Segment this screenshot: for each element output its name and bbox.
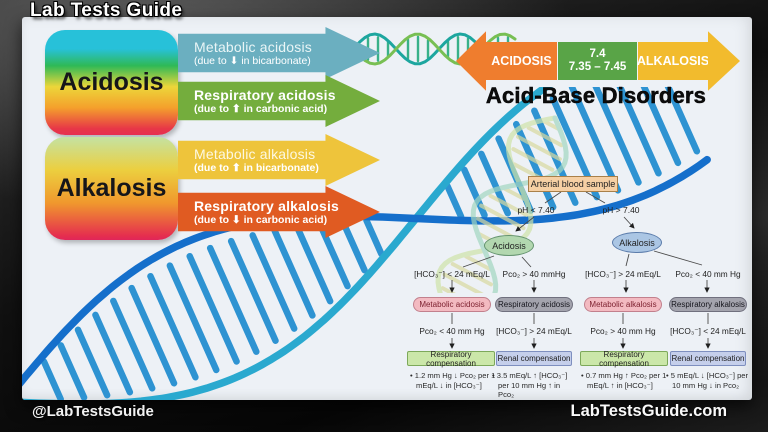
website-watermark: LabTestsGuide.com <box>570 402 727 420</box>
label-ph-low: pH < 7.40 <box>517 205 555 215</box>
acid-base-flowchart: Arterial blood sample pH < 7.40 pH > 7.4… <box>398 172 752 400</box>
node-respiratory-compensation: Respiratory compensation <box>407 350 495 368</box>
node-arterial-blood-sample: Arterial blood sample <box>528 176 618 192</box>
compensation-note: • 0.7 mm Hg ↑ Pco₂ per 1 mEq/L ↑ in [HCO… <box>581 371 667 390</box>
acidosis-term-label: Acidosis <box>59 68 164 96</box>
arrow-cause: (due to ⬇ in carbonic acid) <box>194 214 328 226</box>
node-alkalosis: Alkalosis <box>612 232 662 253</box>
ph-normal-value: 7.4 <box>589 47 606 60</box>
arrow-title: Respiratory alkalosis <box>194 198 340 214</box>
arrow-title: Metabolic acidosis <box>194 39 312 55</box>
secondary-finding: [HCO₃⁻] > 24 mEq/L <box>496 326 572 336</box>
acidosis-term-box: Acidosis <box>45 30 178 135</box>
ph-normal-range: 7.35 – 7.45 <box>568 61 627 73</box>
secondary-finding: Pco₂ < 40 mm Hg <box>419 326 485 336</box>
social-handle-watermark: @LabTestsGuide <box>32 403 154 420</box>
arrow-cause: (due to ⬇ in bicarbonate) <box>194 55 311 67</box>
ph-scale-acidosis-segment: ACIDOSIS <box>486 42 558 80</box>
ph-scale-normal-segment: 7.4 7.35 – 7.45 <box>558 42 638 80</box>
compensation-note: • 3.5 mEq/L ↑ [HCO₃⁻] per 10 mm Hg ↑ in … <box>492 371 568 399</box>
arrow-cause: (due to ⬆ in carbonic acid) <box>194 103 328 115</box>
page-title: Acid-Base Disorders <box>485 83 707 109</box>
node-metabolic-acidosis: Metabolic acidosis <box>413 297 491 312</box>
criterion-hco3-high: [HCO₃⁻] > 24 mEq/L <box>585 269 661 279</box>
criterion-pco2-high: Pco₂ > 40 mmHg <box>502 269 566 279</box>
arrow-cause: (due to ⬆ in bicarbonate) <box>194 162 319 174</box>
node-renal-compensation: Renal compensation <box>670 351 746 366</box>
node-metabolic-alkalosis: Metabolic alkalosis <box>584 297 662 312</box>
secondary-finding: [HCO₃⁻] < 24 mEq/L <box>670 326 746 336</box>
node-respiratory-alkalosis: Respiratory alkalosis <box>669 297 747 312</box>
secondary-finding: Pco₂ > 40 mm Hg <box>590 326 656 336</box>
ph-scale-alkalosis-segment: ALKALOSIS <box>637 42 709 80</box>
node-respiratory-acidosis: Respiratory acidosis <box>495 297 573 312</box>
flowchart-connectors <box>449 191 711 349</box>
node-respiratory-compensation: Respiratory compensation <box>580 350 668 368</box>
node-acidosis: Acidosis <box>484 235 534 256</box>
node-renal-compensation: Renal compensation <box>496 351 572 366</box>
label-ph-high: pH > 7.40 <box>602 205 640 215</box>
alkalosis-term-label: Alkalosis <box>56 174 167 202</box>
compensation-note: • 1.2 mm Hg ↓ Pco₂ per 1 mEq/L ↓ in [HCO… <box>410 371 496 390</box>
alkalosis-term-box: Alkalosis <box>45 137 178 240</box>
criterion-hco3-low: [HCO₃⁻] < 24 mEq/L <box>414 269 490 279</box>
arrow-title: Metabolic alkalosis <box>194 146 316 162</box>
ph-scale-banner: ACIDOSIS 7.4 7.35 – 7.45 ALKALOSIS <box>456 30 740 92</box>
content-canvas: Acidosis Alkalosis Metabolic acidosis (d… <box>22 17 752 400</box>
compensation-note: • 5 mEq/L ↓ [HCO₃⁻] per 10 mm Hg ↓ in Pc… <box>666 371 749 390</box>
brand-title: Lab Tests Guide <box>30 0 183 21</box>
arrow-title: Respiratory acidosis <box>194 87 336 103</box>
criterion-pco2-low: Pco₂ < 40 mm Hg <box>675 269 741 279</box>
